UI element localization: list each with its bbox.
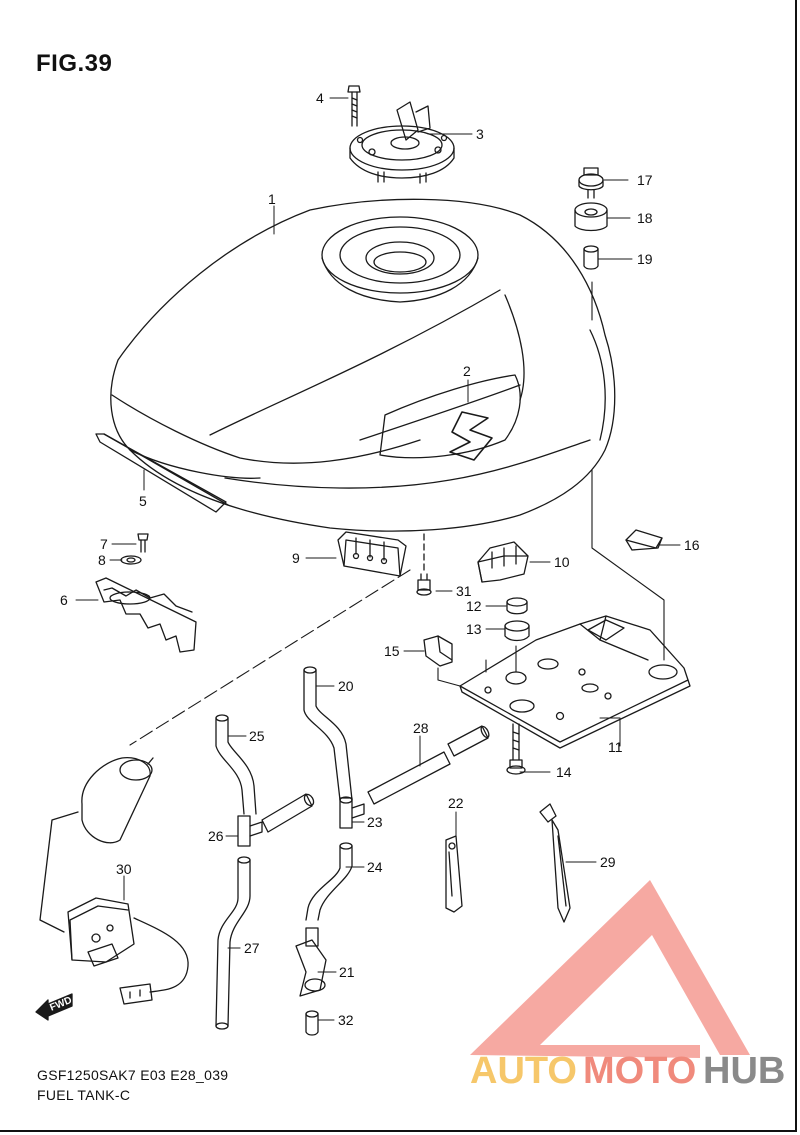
callout-16: 16 bbox=[684, 537, 700, 553]
callout-26: 26 bbox=[208, 828, 224, 844]
automotohub-watermark: AUTO MOTO HUB bbox=[470, 880, 785, 1092]
callout-12: 12 bbox=[466, 598, 482, 614]
rear-bracket-illustration bbox=[95, 533, 197, 653]
callout-23: 23 bbox=[367, 814, 383, 830]
callout-13: 13 bbox=[466, 621, 482, 637]
forward-direction-arrow: FWD bbox=[35, 993, 74, 1021]
fuel-tank-illustration bbox=[110, 198, 616, 532]
callout-9: 9 bbox=[292, 550, 300, 566]
callout-10: 10 bbox=[554, 554, 570, 570]
cushion-10-illustration bbox=[477, 541, 529, 583]
hoses-and-joints bbox=[215, 666, 490, 1036]
clamp-and-pin bbox=[445, 803, 571, 923]
fuel-pump-illustration bbox=[39, 757, 189, 1005]
callout-17: 17 bbox=[637, 172, 653, 188]
cushion-9-illustration bbox=[337, 531, 407, 577]
callout-31: 31 bbox=[456, 583, 472, 599]
watermark-hub: HUB bbox=[703, 1050, 785, 1092]
callout-leader-lines bbox=[75, 97, 681, 1021]
callout-8: 8 bbox=[98, 552, 106, 568]
callout-29: 29 bbox=[600, 854, 616, 870]
assembly-guide-lines bbox=[129, 281, 665, 746]
watermark-triangle-logo bbox=[470, 880, 750, 1058]
callout-20: 20 bbox=[338, 678, 354, 694]
callout-4: 4 bbox=[316, 90, 324, 106]
callout-11: 11 bbox=[608, 739, 623, 755]
callout-14: 14 bbox=[556, 764, 572, 780]
callout-5: 5 bbox=[139, 493, 147, 509]
callout-15: 15 bbox=[384, 643, 400, 659]
callout-3: 3 bbox=[476, 126, 484, 142]
callout-7: 7 bbox=[100, 536, 108, 552]
bolt-31-illustration bbox=[416, 533, 432, 596]
callout-27: 27 bbox=[244, 940, 260, 956]
watermark-auto: AUTO bbox=[470, 1050, 577, 1092]
fuel-cap-illustration bbox=[347, 85, 455, 184]
callout-19: 19 bbox=[637, 251, 653, 267]
callout-21: 21 bbox=[339, 964, 355, 980]
rubber-parts bbox=[423, 529, 663, 667]
callout-25: 25 bbox=[249, 728, 265, 744]
callout-28: 28 bbox=[413, 720, 429, 736]
callout-24: 24 bbox=[367, 859, 383, 875]
callout-30: 30 bbox=[116, 861, 132, 877]
callout-numbers: 1 2 3 4 5 6 7 8 9 10 11 12 13 14 15 16 1… bbox=[60, 90, 700, 1028]
tank-mount-parts bbox=[574, 167, 608, 270]
watermark-moto: MOTO bbox=[583, 1050, 696, 1092]
callout-22: 22 bbox=[448, 795, 464, 811]
figure-name-caption: FUEL TANK-C bbox=[37, 1087, 131, 1103]
model-code-caption: GSF1250SAK7 E03 E28_039 bbox=[37, 1067, 229, 1083]
rubber-strip-illustration bbox=[95, 433, 229, 513]
callout-32: 32 bbox=[338, 1012, 354, 1028]
callout-18: 18 bbox=[637, 210, 653, 226]
figure-title: FIG.39 bbox=[36, 50, 113, 77]
callout-1: 1 bbox=[268, 191, 276, 207]
battery-plate-illustration bbox=[459, 615, 691, 775]
callout-6: 6 bbox=[60, 592, 68, 608]
callout-2: 2 bbox=[463, 363, 471, 379]
